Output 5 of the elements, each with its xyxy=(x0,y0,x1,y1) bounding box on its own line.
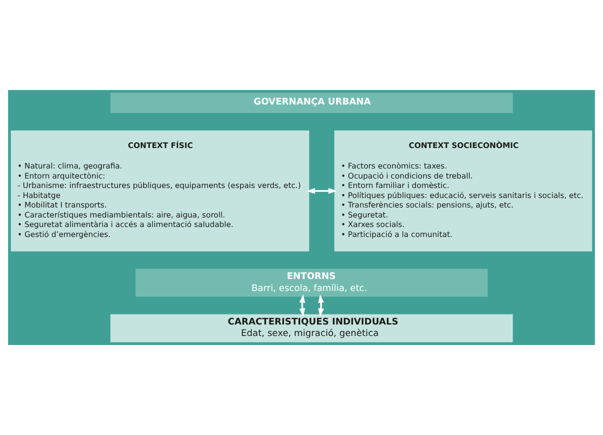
node-box: ENTORNS Barri, escola, família, etc. xyxy=(136,268,488,297)
arrow xyxy=(306,188,337,194)
node-box: CARACTERISTIQUES INDIVIDUALS Edat, sexe, migració, genètica xyxy=(110,314,513,342)
node-box: GOVERNANÇA URBANA xyxy=(110,92,513,114)
arrow xyxy=(318,294,324,317)
